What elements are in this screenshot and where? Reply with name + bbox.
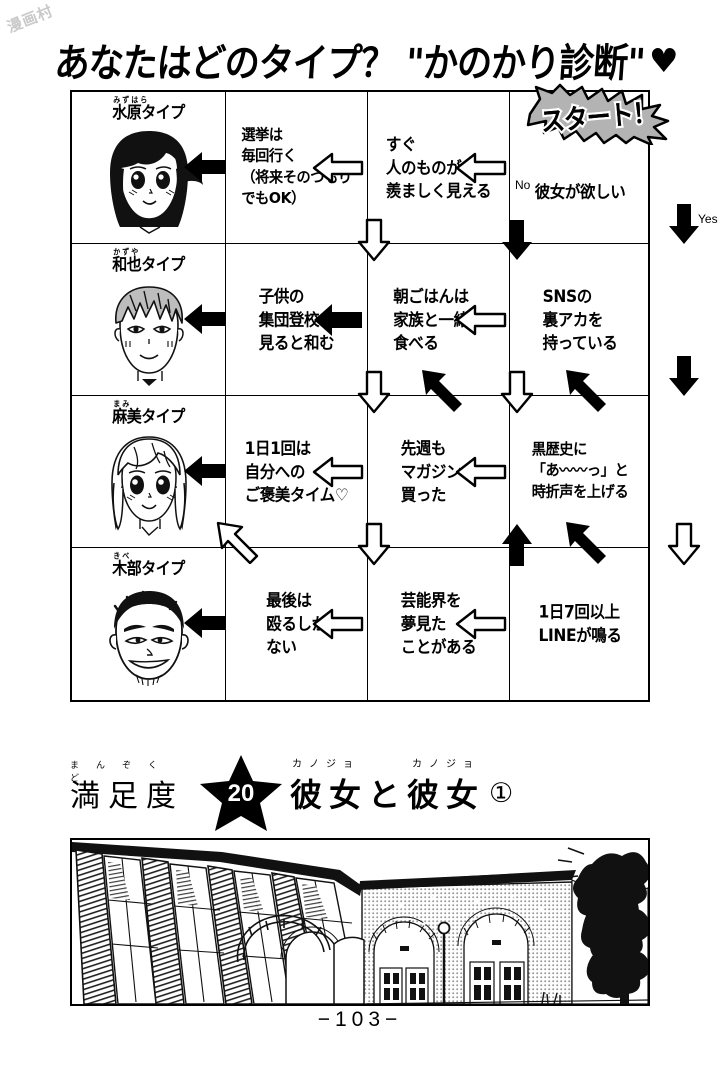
question-cell-r2c4: SNSの 裏アカを 持っている xyxy=(510,244,650,396)
question-cell-r4c4: 1日7回以上 LINEが鳴る xyxy=(510,548,650,700)
arrow-yes-r2c4-down xyxy=(667,354,701,398)
chapter-title-text: 彼女と彼女 xyxy=(290,776,486,814)
result-cell-mami: まみ 麻美タイプ xyxy=(72,396,226,548)
furigana-kibe: きべ xyxy=(113,551,132,561)
arrow-result-r3 xyxy=(182,454,228,488)
furigana-kazuya: かずや xyxy=(113,247,141,257)
arrow-no-r3-c4-c3 xyxy=(455,454,507,490)
chapter-title-bar: まんぞくど 満足度 20 カノジョ カノジョ 彼女と彼女 ① xyxy=(70,755,650,831)
arrow-no-r1c2-down xyxy=(357,218,391,262)
result-cell-mizuhara: みずはら 水原タイプ xyxy=(72,92,226,244)
page-number: −103− xyxy=(317,1008,403,1031)
manga-panel xyxy=(70,838,650,1006)
result-cell-kazuya: かずや 和也タイプ xyxy=(72,244,226,396)
arrow-no-r2-c4-c3 xyxy=(455,302,507,338)
question-cell-r3c2: 1日1回は 自分への ご褒美タイム♡ xyxy=(226,396,368,548)
question-text-r3c4: 黒歴史に 「あ〰〰っ」と 時折声を上げる xyxy=(531,441,629,502)
result-name-mizuhara: 水原タイプ xyxy=(112,102,185,123)
question-text-r2c2: 子供の 集団登校を 見ると和む xyxy=(258,286,335,353)
result-type-label-mizuhara: みずはら 水原タイプ xyxy=(112,95,185,123)
satisfaction-text: 満足度 xyxy=(70,779,184,814)
portrait-kazuya xyxy=(90,275,208,387)
chapter-title: カノジョ カノジョ 彼女と彼女 xyxy=(290,759,486,816)
arrow-result-r4 xyxy=(182,606,228,640)
question-cell-r4c3: 芸能界を 夢見た ことがある xyxy=(368,548,510,700)
question-text-r4c4: 1日7回以上 LINEが鳴る xyxy=(538,602,622,646)
portrait-mizuhara xyxy=(90,123,208,235)
question-cell-r2c2: 子供の 集団登校を 見ると和む xyxy=(226,244,368,396)
question-cell-r1c2: 選挙は 毎回行く （将来そのつもり でもOK） xyxy=(226,92,368,244)
result-name-kazuya: 和也タイプ xyxy=(112,254,185,275)
arrow-yes-r1c3-down xyxy=(500,218,534,262)
result-cell-kibe: きべ 木部タイプ xyxy=(72,548,226,700)
arrow-yes-diag-r3c4-up xyxy=(564,368,608,412)
arrow-no-r2c3-down xyxy=(500,370,534,414)
arrow-yes-diag-r3c3-up xyxy=(420,368,464,412)
diagnosis-chart: みずはら 水原タイプ xyxy=(70,90,718,702)
arrow-no-r3c2-down xyxy=(357,522,391,566)
start-badge: スタート！ スタート！ xyxy=(526,83,670,145)
arrow-yes-r1c4-down xyxy=(667,202,701,246)
arrow-no-diag-r4c2-up xyxy=(215,520,259,564)
arrow-yes-diag-r4c4-up xyxy=(564,520,608,564)
chapter-part-number: ① xyxy=(489,777,514,809)
arrow-no-r3c4-down xyxy=(667,522,701,566)
result-type-label-kazuya: かずや 和也タイプ xyxy=(112,247,185,275)
label-yes-r1: Yes xyxy=(698,212,718,226)
chapter-title-furigana-a: カノジョ xyxy=(292,759,360,770)
label-no-r1: No xyxy=(515,178,531,192)
question-text-r4c3: 芸能界を 夢見た ことがある xyxy=(400,591,477,657)
watermark-text: 漫画村 xyxy=(4,1,56,37)
question-text-r3c3: 先週も マガジンを 買った xyxy=(400,438,477,505)
result-name-mami: 麻美タイプ xyxy=(112,406,185,427)
question-cell-r3c4: 黒歴史に 「あ〰〰っ」と 時折声を上げる xyxy=(510,396,650,548)
result-name-kibe: 木部タイプ xyxy=(112,558,185,579)
arrow-no-r4-c3-c2 xyxy=(312,606,364,642)
portrait-mami xyxy=(90,427,208,539)
question-text-r4c2: 最後は 殴るしか ない xyxy=(266,591,327,657)
chapter-title-furigana-b: カノジョ xyxy=(412,759,480,770)
satisfaction-label: まんぞくど 満足度 xyxy=(70,761,184,815)
page-title: あなたはどのタイプ？ "かのかり診断" ♥ xyxy=(54,34,679,87)
question-text-r1c2: 選挙は 毎回行く （将来そのつもり でもOK） xyxy=(241,126,352,208)
result-type-label-mami: まみ 麻美タイプ xyxy=(112,399,185,427)
arrow-no-r2c2-down xyxy=(357,370,391,414)
question-cell-r1c3: すぐ 人のものが 羨ましく見える xyxy=(368,92,510,244)
heart-icon: ♥ xyxy=(649,40,679,80)
question-text-r1c3: すぐ 人のものが 羨ましく見える xyxy=(385,134,492,201)
chart-grid: みずはら 水原タイプ xyxy=(72,92,650,700)
arrow-result-r2 xyxy=(182,302,228,336)
furigana-mizuhara: みずはら xyxy=(113,95,150,105)
question-text-r2c4: SNSの 裏アカを 持っている xyxy=(542,286,618,353)
arrow-no-r3-c3-c2 xyxy=(312,454,364,490)
furigana-mami: まみ xyxy=(113,399,132,409)
arrow-yes-r2-c3-c2 xyxy=(312,302,364,338)
question-cell-r3c3: 先週も マガジンを 買った xyxy=(368,396,510,548)
question-text-r1c4: 彼女が欲しい xyxy=(534,182,626,202)
portrait-kibe xyxy=(90,579,208,691)
arrow-no-r1-c4-c3 xyxy=(455,150,507,186)
arrow-no-r4-c4-c3 xyxy=(455,606,507,642)
satisfaction-furigana: まんぞくど xyxy=(70,761,175,784)
star-badge: 20 xyxy=(198,753,284,833)
question-cell-r1c4: 彼女が欲しい xyxy=(510,92,650,244)
question-cell-r4c2: 最後は 殴るしか ない xyxy=(226,548,368,700)
page-title-text: あなたはどのタイプ？ "かのかり診断" xyxy=(53,41,647,87)
start-badge-label: スタート！ xyxy=(539,96,657,138)
question-text-r3c2: 1日1回は 自分への ご褒美タイム♡ xyxy=(244,438,349,505)
arrow-yes-r4c3-up xyxy=(500,522,534,568)
result-type-label-kibe: きべ 木部タイプ xyxy=(112,551,185,579)
arrow-no-r1-c3-c2 xyxy=(312,150,364,186)
arrow-result-r1 xyxy=(182,150,228,184)
star-number: 20 xyxy=(227,780,255,807)
